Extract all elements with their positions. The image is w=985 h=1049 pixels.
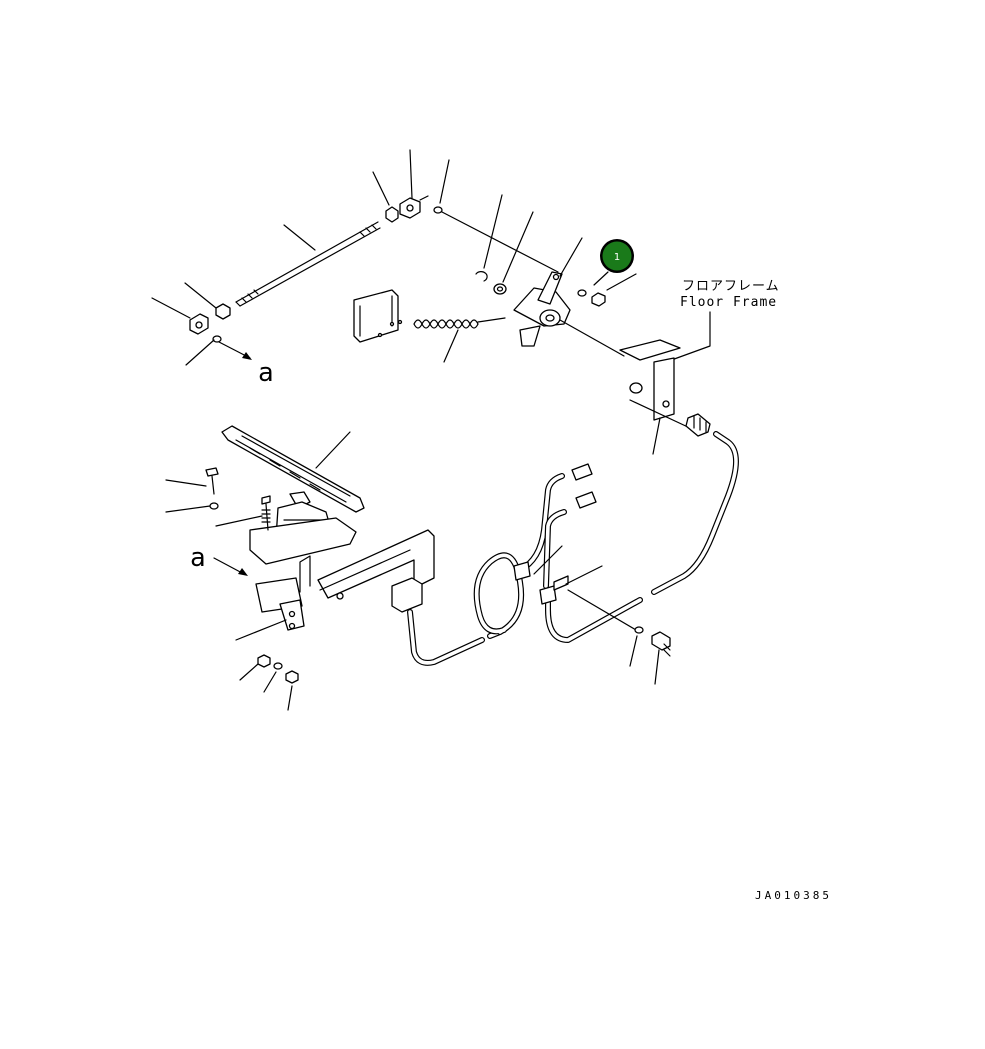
- accelerator-pedal-assembly: a: [165, 425, 435, 711]
- lower-nut: [257, 654, 271, 668]
- washer-right: [433, 206, 443, 214]
- lower-bolt: [285, 670, 299, 684]
- harness-clamp-2: [539, 585, 557, 605]
- frame-grommet: [629, 382, 643, 394]
- washer-left: [212, 335, 222, 343]
- view-reference-a-lower: a: [190, 543, 206, 573]
- spring-washer: [577, 289, 587, 297]
- potentiometer-bar: [317, 529, 435, 599]
- lever-arm-lower: [519, 325, 541, 347]
- lock-nut-left: [215, 303, 231, 320]
- floor-frame-label-en: Floor Frame: [680, 295, 777, 310]
- harness-connector-upper: [571, 463, 593, 481]
- sensor-connector: [391, 577, 423, 613]
- frame-side-plate: [653, 357, 675, 421]
- callout-item-1[interactable]: 1: [600, 239, 634, 273]
- hex-nut: [591, 292, 606, 307]
- drawing-number: JA010385: [755, 889, 832, 902]
- lock-nut-right: [385, 206, 399, 223]
- control-rod-assembly: a: [151, 149, 450, 388]
- return-spring: [413, 319, 479, 325]
- floor-frame-bracket: フロアフレーム Floor Frame: [619, 279, 780, 455]
- floor-frame-label-jp: フロアフレーム: [682, 279, 780, 294]
- stop-bolt-head: [261, 495, 271, 505]
- spring-bracket: [353, 289, 399, 343]
- lever-spring-assembly: 1: [353, 194, 637, 363]
- frame-cable-fitting: [685, 413, 711, 437]
- clamp-washer: [634, 626, 644, 634]
- pedal-pad: [221, 425, 365, 513]
- view-reference-a-upper: a: [258, 358, 274, 388]
- clamp-bracket: [553, 575, 569, 591]
- mount-bolt: [205, 467, 219, 477]
- mount-washer: [209, 502, 219, 510]
- lower-washer: [273, 662, 283, 670]
- harness-clamp-1: [513, 561, 531, 581]
- snap-ring: [475, 271, 488, 282]
- harness-connector-lower: [575, 491, 597, 509]
- pedal-base-plate: [249, 517, 357, 565]
- callout-number: 1: [614, 252, 620, 263]
- control-rod: [235, 221, 379, 303]
- frame-top-flange: [619, 339, 681, 361]
- wire-harness: [407, 413, 739, 685]
